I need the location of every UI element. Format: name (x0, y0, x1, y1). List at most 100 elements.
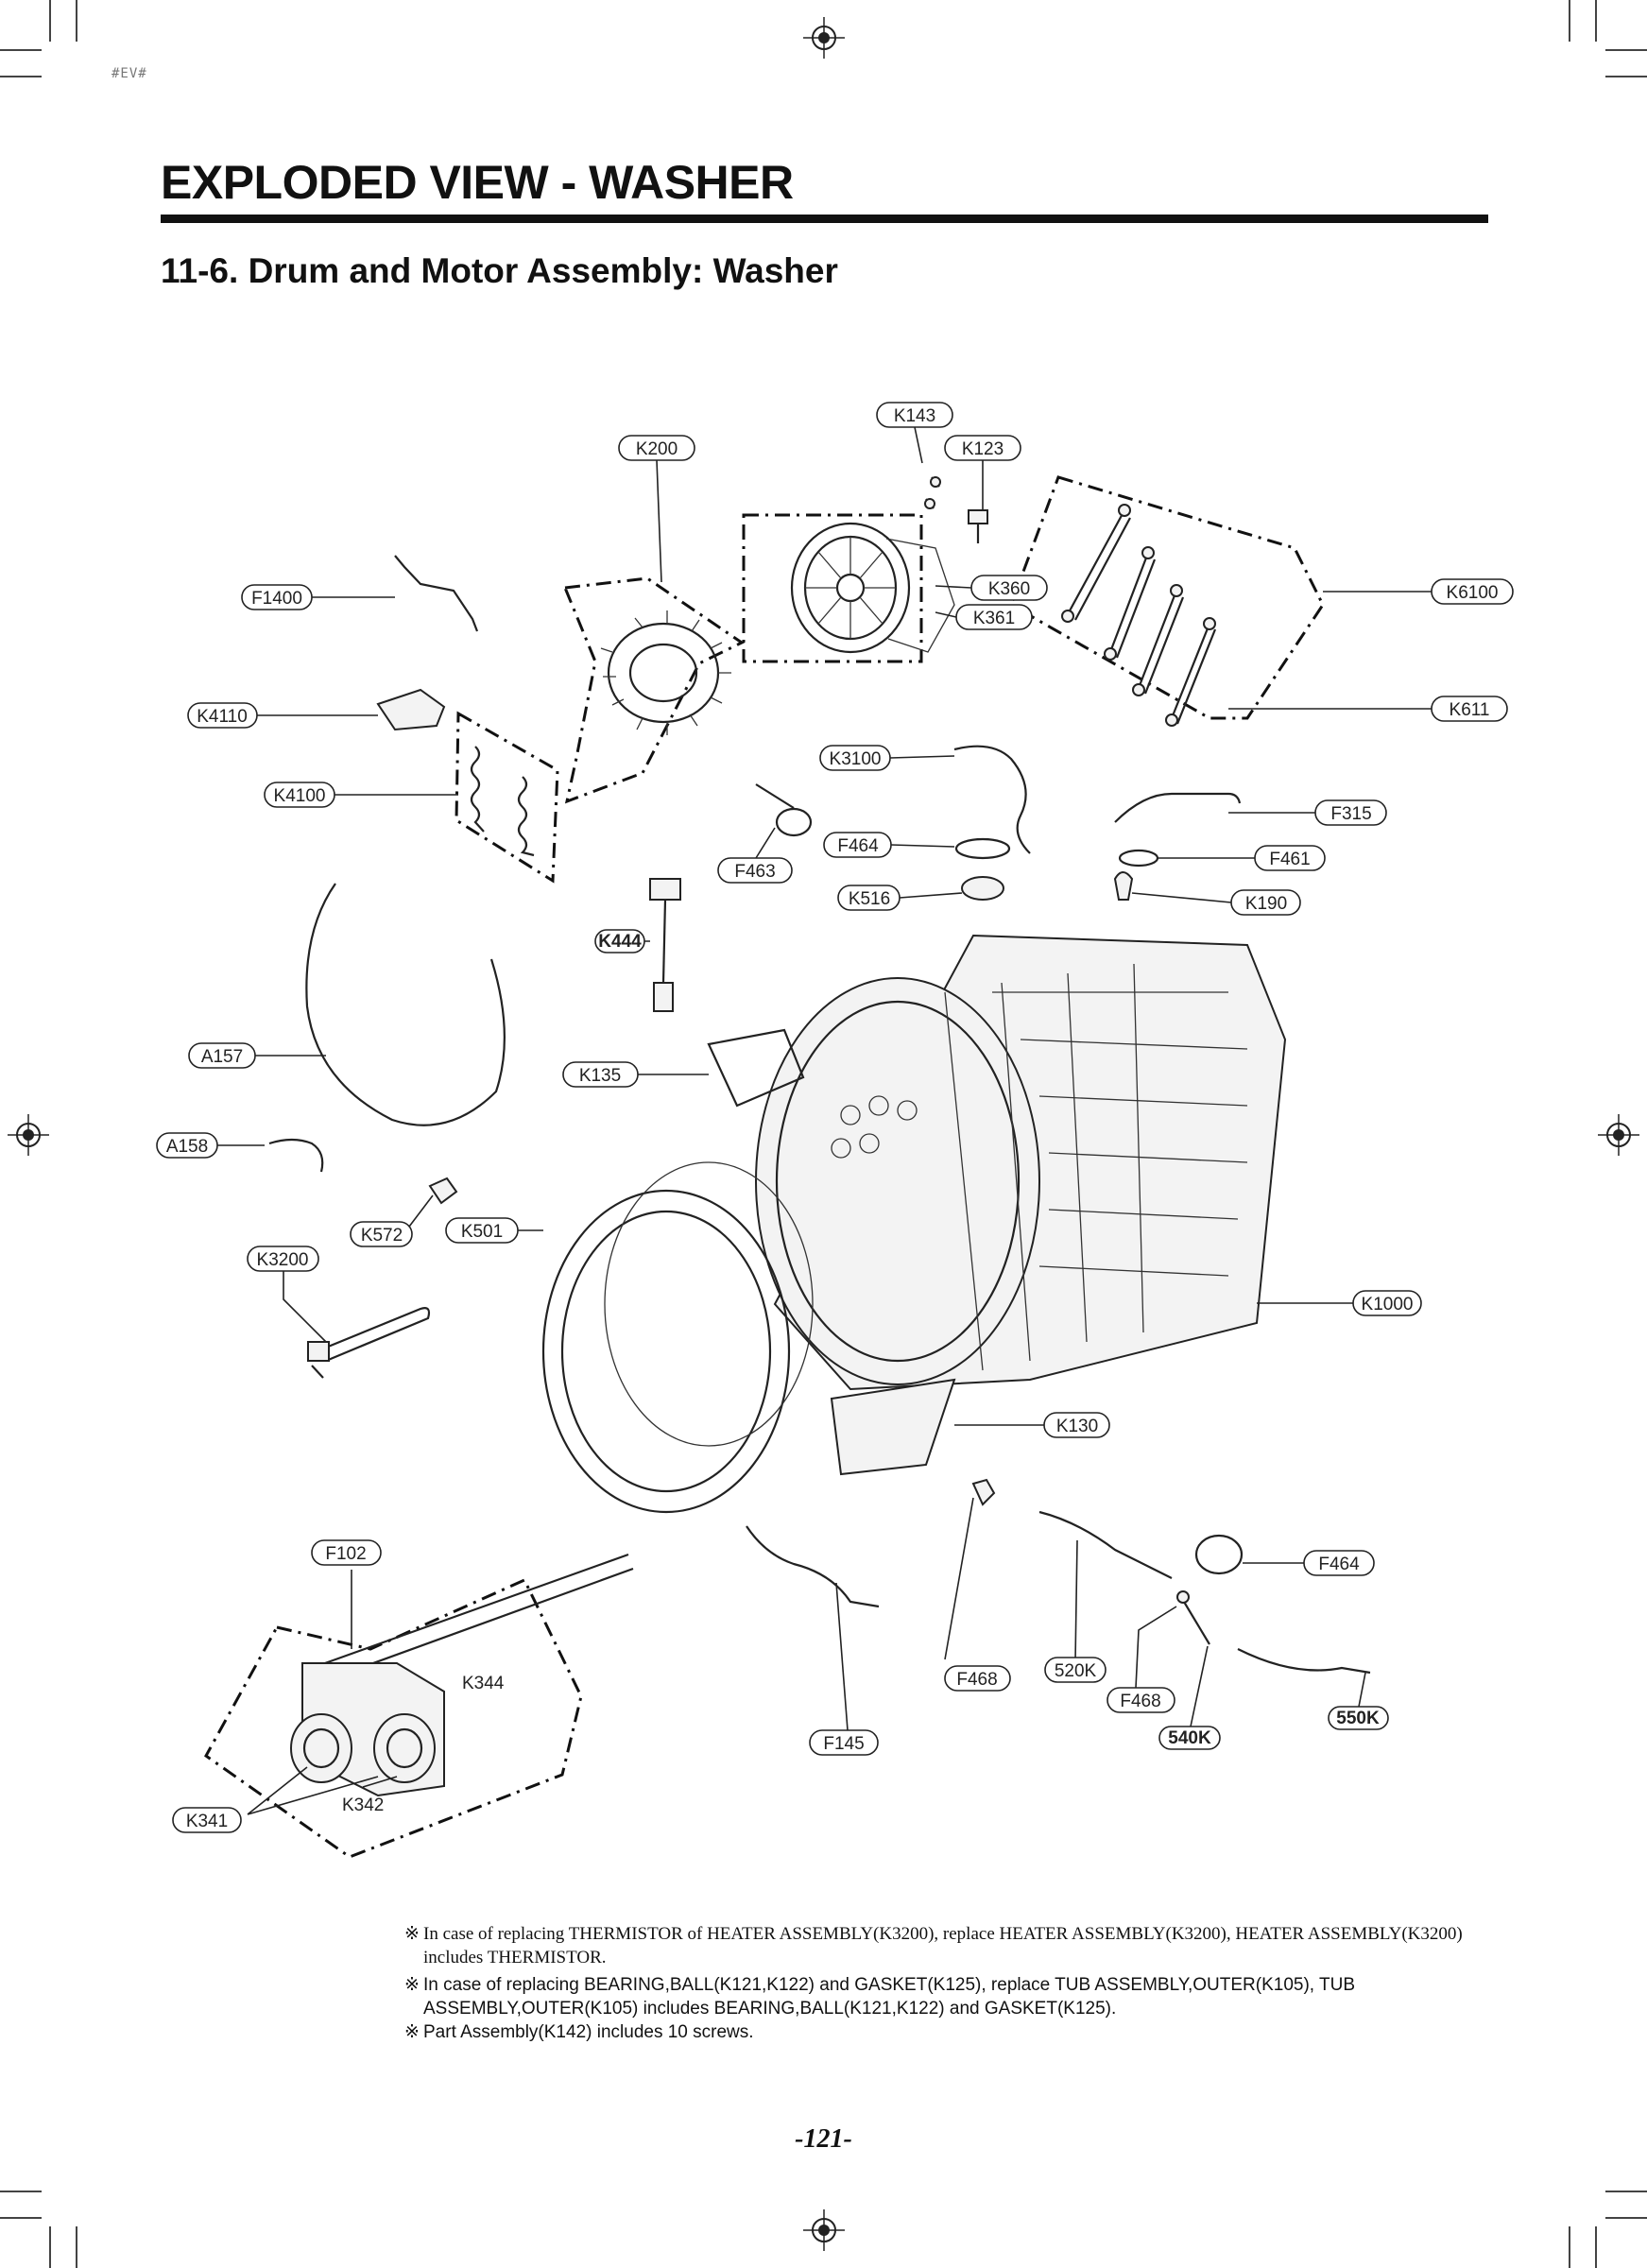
spring-icon (470, 746, 535, 857)
damper-icon (1061, 504, 1217, 727)
title-rule (161, 215, 1488, 223)
note-item: ※ In case of replacing BEARING,BALL(K121… (404, 1975, 1355, 2019)
notes-section: ※ In case of replacing THERMISTOR of HEA… (404, 1922, 1482, 2044)
clamp-icon (1194, 1534, 1244, 1575)
page-title: EXPLODED VIEW - WASHER (161, 156, 794, 209)
panel-icon (707, 1028, 805, 1108)
svg-text:K4110: K4110 (197, 707, 248, 727)
part-label-K4100: K4100 (264, 782, 335, 808)
svg-text:K611: K611 (1450, 700, 1490, 720)
svg-text:K3200: K3200 (257, 1250, 309, 1270)
svg-text:K360: K360 (988, 579, 1030, 599)
damper-group-boundary (1009, 475, 1325, 720)
registration-target-icon (1598, 1114, 1639, 1156)
svg-text:K1000: K1000 (1362, 1295, 1414, 1314)
registration-target-icon (8, 1114, 49, 1156)
part-label-K3100: K3100 (819, 745, 891, 771)
section-subtitle: 11-6. Drum and Motor Assembly: Washer (161, 251, 838, 290)
hose-icon (1038, 1510, 1173, 1579)
svg-text:A157: A157 (201, 1047, 243, 1067)
part-label-F145: F145 (809, 1729, 879, 1756)
hose-icon (953, 745, 1031, 854)
note-item: ※ Part Assembly(K142) includes 10 screws… (404, 2022, 754, 2042)
svg-text:K341: K341 (186, 1812, 228, 1831)
wire-ring-icon (305, 883, 506, 1126)
svg-text:F468: F468 (956, 1670, 997, 1690)
part-label-K1000: K1000 (1352, 1290, 1422, 1316)
svg-text:K200: K200 (636, 439, 678, 459)
clamp-icon (954, 837, 1011, 860)
pump-group-boundary (204, 1578, 583, 1859)
hose-icon (1114, 792, 1242, 823)
svg-text:K444: K444 (598, 932, 642, 952)
registration-target-icon (803, 17, 845, 59)
svg-text:F464: F464 (1318, 1555, 1360, 1574)
note-text: In case of replacing THERMISTOR of HEATE… (423, 1924, 1463, 1967)
part-label-F464-top: F464 (823, 832, 892, 858)
weight-icon (830, 1378, 956, 1476)
part-label-K6100: K6100 (1431, 578, 1514, 605)
part-label-K444: K444 (594, 929, 645, 954)
part-label-K143: K143 (876, 402, 953, 428)
part-label-F1400: F1400 (241, 584, 313, 610)
part-label-A158: A158 (156, 1132, 218, 1159)
clip-icon (971, 1478, 996, 1506)
svg-text:K572: K572 (361, 1226, 403, 1246)
note-text: Part Assembly(K142) includes 10 screws. (423, 2022, 754, 2042)
part-label-F461: F461 (1254, 845, 1326, 871)
svg-text:K123: K123 (962, 439, 1004, 459)
part-label-540K: 540K (1158, 1726, 1221, 1750)
part-label-K130: K130 (1043, 1412, 1110, 1438)
part-label-K572: K572 (350, 1221, 413, 1247)
rotor-group-boundary (742, 513, 923, 663)
screw-icon (924, 476, 988, 543)
svg-text:A158: A158 (166, 1137, 208, 1157)
svg-text:F315: F315 (1330, 804, 1371, 824)
svg-text:540K: 540K (1168, 1728, 1211, 1748)
svg-text:K344: K344 (462, 1674, 505, 1693)
part-label-K135: K135 (562, 1061, 639, 1088)
clamp-icon (755, 783, 813, 837)
svg-text:K135: K135 (579, 1066, 621, 1086)
pump-icon (290, 1662, 445, 1797)
sensor-icon (649, 878, 681, 1012)
svg-text:K361: K361 (973, 609, 1015, 628)
valve-icon (1113, 871, 1134, 901)
part-label-K190: K190 (1230, 889, 1301, 916)
part-label-K123: K123 (944, 435, 1021, 461)
svg-text:K143: K143 (894, 406, 935, 426)
svg-text:550K: 550K (1336, 1709, 1380, 1728)
page-number: -121- (795, 2124, 852, 2154)
svg-text:F145: F145 (823, 1734, 864, 1754)
part-label-520K: 520K (1044, 1657, 1107, 1683)
part-label-F463: F463 (717, 857, 793, 884)
svg-text:K342: K342 (342, 1796, 384, 1815)
svg-text:K3100: K3100 (830, 749, 882, 769)
svg-text:K4100: K4100 (274, 786, 326, 806)
svg-text:K130: K130 (1056, 1417, 1098, 1436)
svg-text:F102: F102 (325, 1544, 366, 1564)
svg-text:520K: 520K (1055, 1661, 1097, 1681)
section-code: #EV# (112, 66, 147, 81)
sensor-icon (428, 1177, 458, 1205)
stator-icon (600, 610, 731, 735)
svg-text:K516: K516 (849, 889, 890, 909)
hose-icon (268, 1138, 324, 1173)
registration-target-icon (803, 2209, 845, 2251)
part-label-F102: F102 (311, 1539, 382, 1566)
spring-group-boundary (455, 711, 559, 884)
ring-icon (1118, 849, 1159, 868)
tub-front-ring-icon (541, 1161, 814, 1514)
part-label-F315: F315 (1314, 799, 1387, 826)
part-label-K516: K516 (837, 885, 901, 911)
svg-text:K190: K190 (1245, 894, 1287, 914)
note-text: In case of replacing BEARING,BALL(K121,K… (423, 1975, 1355, 2019)
part-label-F464-bottom: F464 (1303, 1550, 1375, 1576)
svg-text:K6100: K6100 (1447, 583, 1499, 603)
svg-text:F463: F463 (734, 862, 775, 882)
note-item: ※ In case of replacing THERMISTOR of HEA… (404, 1924, 1463, 1967)
clip-icon (376, 688, 446, 731)
part-label-K344: K344 (462, 1674, 505, 1693)
heater-icon (307, 1307, 431, 1379)
